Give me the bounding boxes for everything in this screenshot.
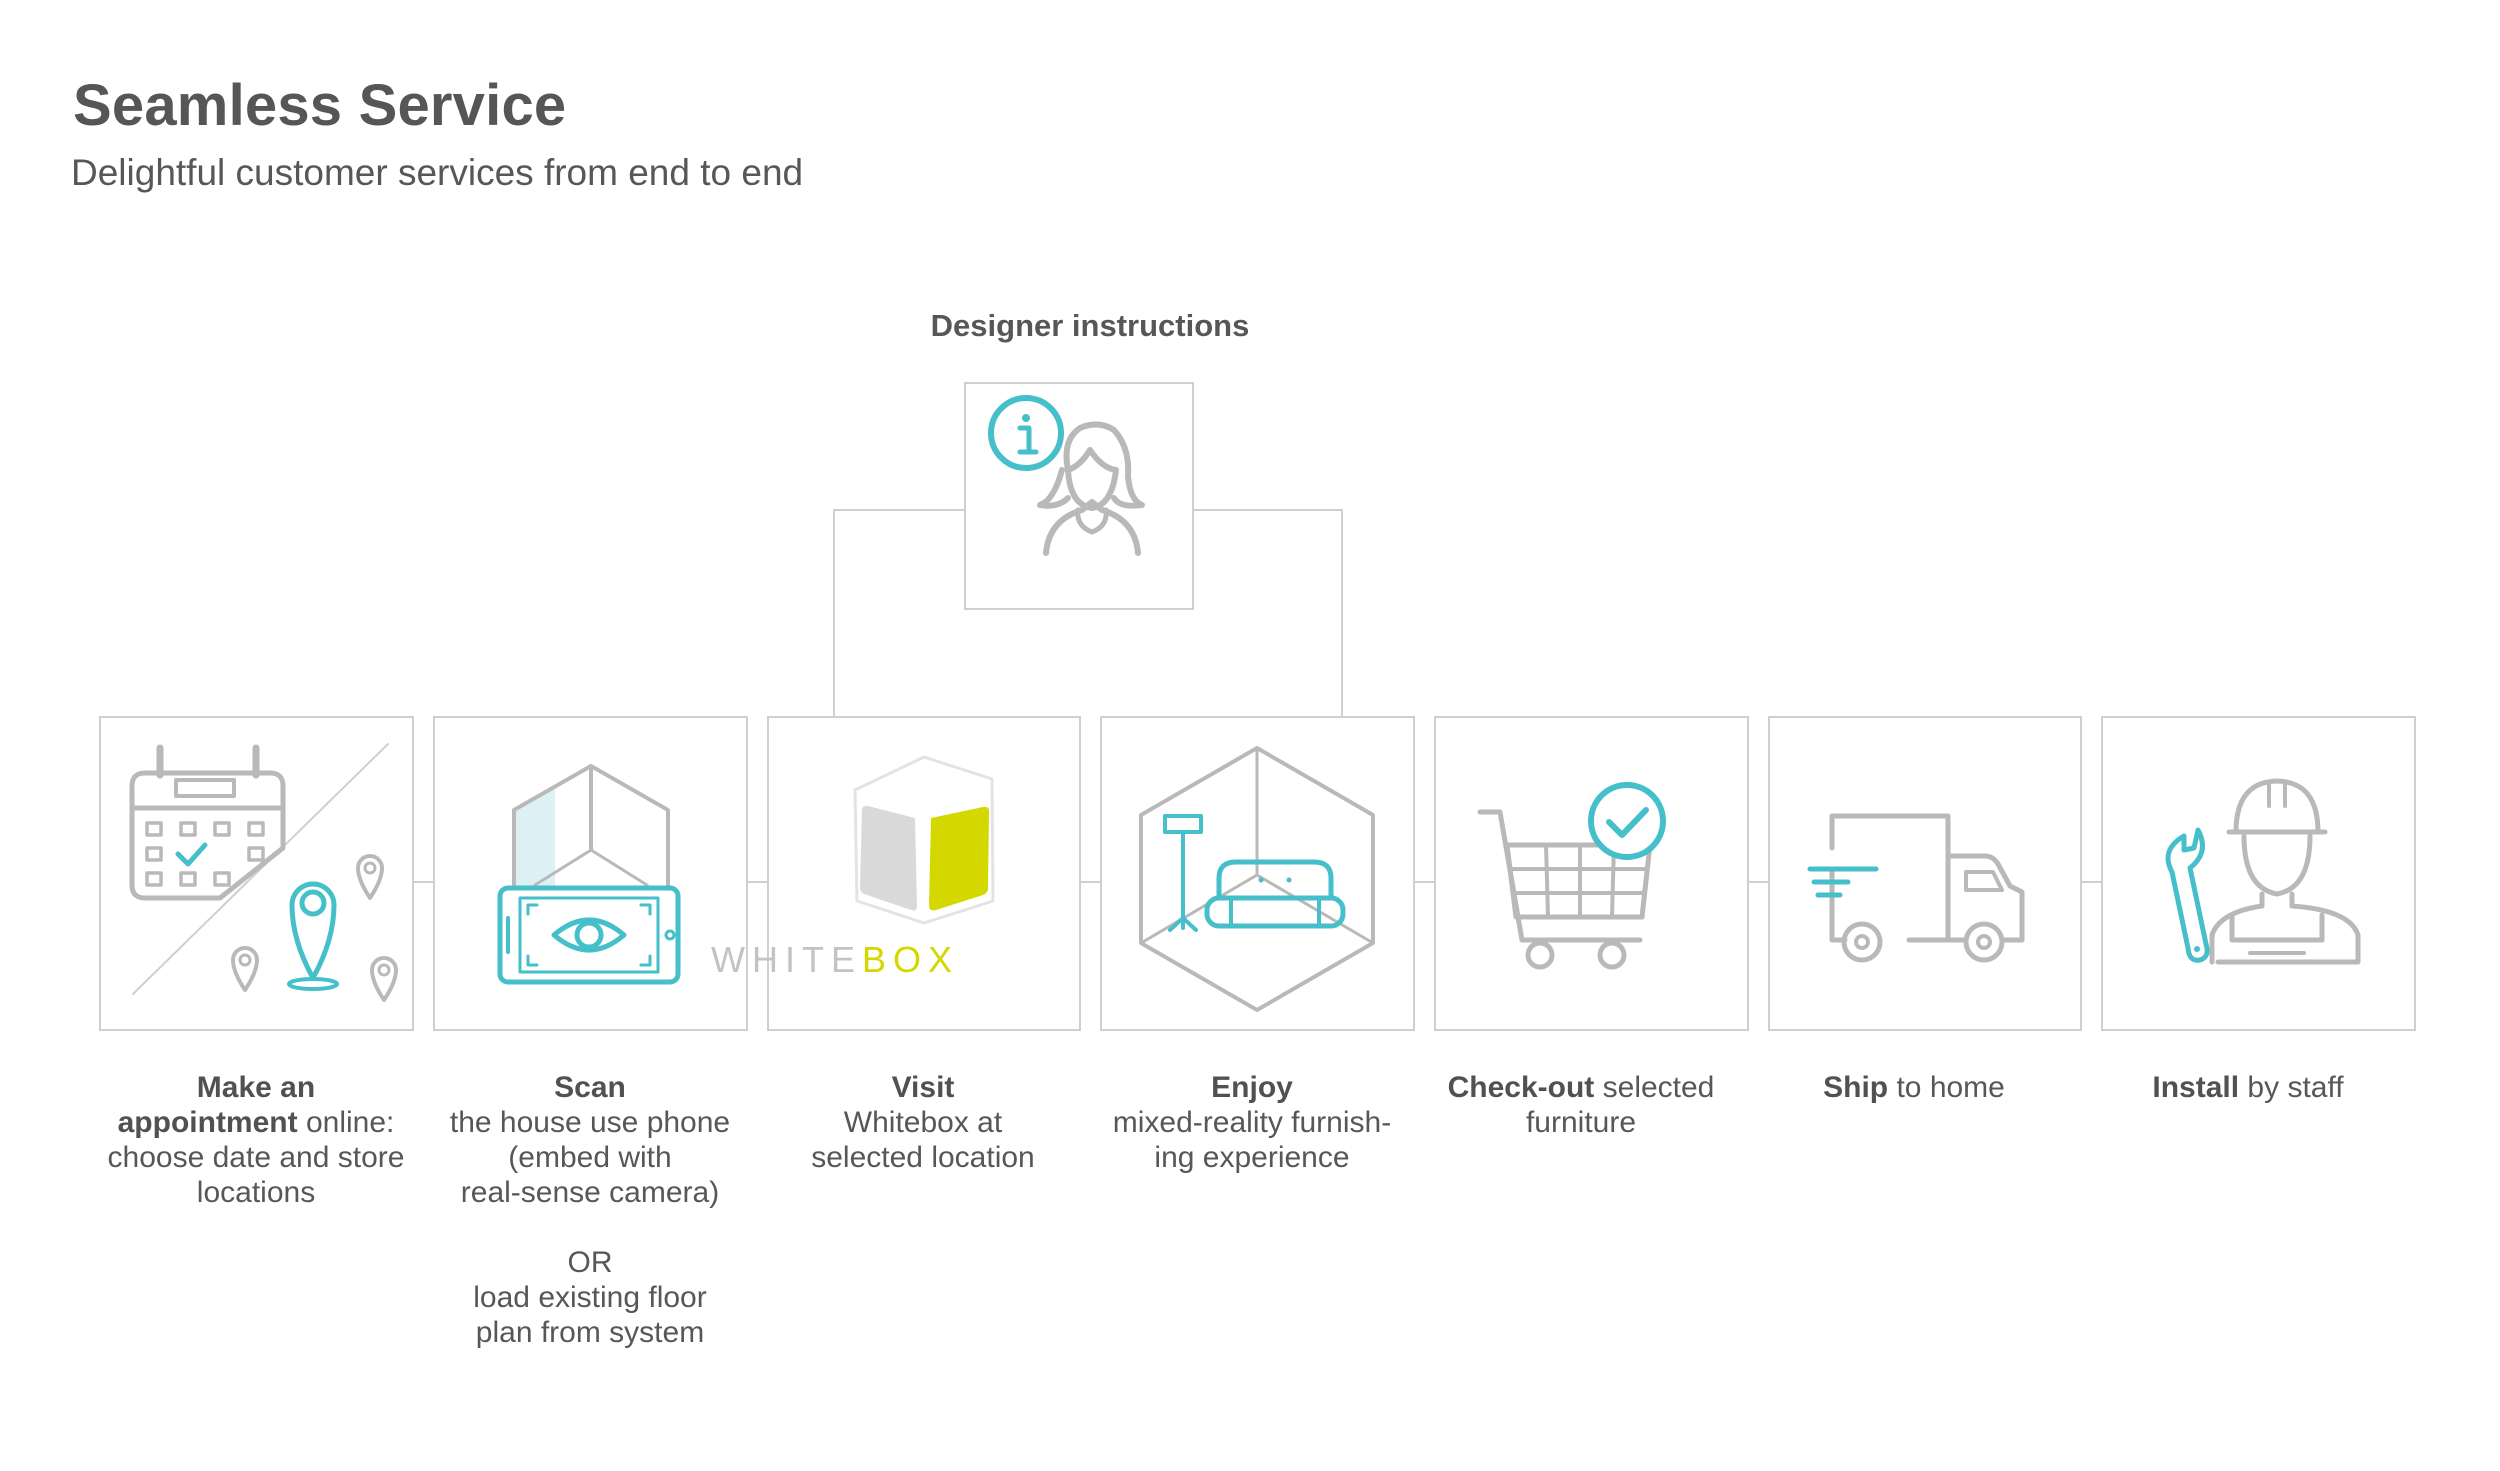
caption-visit-line-3: selected location — [811, 1141, 1035, 1174]
caption-appointment: Make an appointment online: choose date … — [101, 1070, 411, 1210]
caption-scan-line-5: OR — [567, 1246, 613, 1279]
installer-wrench-icon — [2165, 778, 2361, 965]
caption-scan-line-2: the house use phone — [449, 1106, 731, 1139]
step-box-install — [2101, 716, 2416, 1031]
page-title: Seamless Service — [73, 73, 567, 138]
designer-instructions-label: Designer instructions — [930, 308, 1250, 343]
caption-scan-line-3: (embed with — [508, 1141, 672, 1174]
logo-box-text: BOX — [862, 939, 959, 980]
caption-appointment-text-2: online: — [297, 1106, 395, 1139]
logo-white-text: WHITE — [711, 939, 862, 980]
calendar-map-icon — [129, 743, 398, 1002]
caption-ship: Ship to home — [1759, 1070, 2069, 1105]
caption-visit-bold: Visit — [891, 1071, 955, 1104]
page-subtitle: Delightful customer services from end to… — [71, 152, 804, 193]
caption-enjoy: Enjoy mixed-reality furnish- ing experie… — [1097, 1070, 1407, 1175]
caption-install: Install by staff — [2093, 1070, 2403, 1105]
caption-checkout-line-2: furniture — [1525, 1106, 1637, 1139]
caption-enjoy-bold: Enjoy — [1211, 1071, 1293, 1104]
caption-install-text: by staff — [2239, 1071, 2344, 1104]
caption-appointment-bold-2: appointment — [117, 1106, 298, 1139]
caption-appointment-line-4: locations — [196, 1176, 316, 1209]
delivery-truck-icon — [1807, 813, 2025, 963]
caption-checkout: Check-out selected furniture — [1426, 1070, 1736, 1140]
caption-ship-text: to home — [1888, 1071, 2005, 1104]
caption-ship-bold: Ship — [1823, 1071, 1889, 1104]
caption-visit: Visit Whitebox at selected location — [768, 1070, 1078, 1175]
designer-box — [964, 382, 1194, 610]
step-box-ship — [1768, 716, 2082, 1031]
caption-checkout-bold: Check-out — [1447, 1071, 1595, 1104]
mixed-reality-room-icon — [1139, 746, 1375, 1012]
whitebox-logo-icon: WHITE BOX — [711, 755, 995, 980]
caption-checkout-text: selected — [1594, 1071, 1715, 1104]
caption-visit-line-2: Whitebox at — [843, 1106, 1003, 1139]
caption-enjoy-line-3: ing experience — [1154, 1141, 1350, 1174]
caption-scan: Scan the house use phone (embed with rea… — [435, 1070, 745, 1350]
caption-scan-line-6: load existing floor — [473, 1281, 707, 1314]
caption-enjoy-line-2: mixed-reality furnish- — [1112, 1106, 1392, 1139]
caption-scan-line-4: real-sense camera) — [460, 1176, 720, 1209]
caption-install-bold: Install — [2152, 1071, 2240, 1104]
caption-appointment-line-3: choose date and store — [107, 1141, 405, 1174]
connector-lines — [413, 509, 2102, 883]
caption-appointment-bold: Make an — [196, 1071, 316, 1104]
cart-check-icon — [1477, 782, 1666, 970]
phone-scan-icon — [497, 764, 681, 985]
step-box-checkout — [1434, 716, 1749, 1031]
caption-scan-bold: Scan — [554, 1071, 626, 1104]
caption-scan-line-7: plan from system — [475, 1316, 705, 1349]
designer-info-icon — [988, 395, 1145, 556]
